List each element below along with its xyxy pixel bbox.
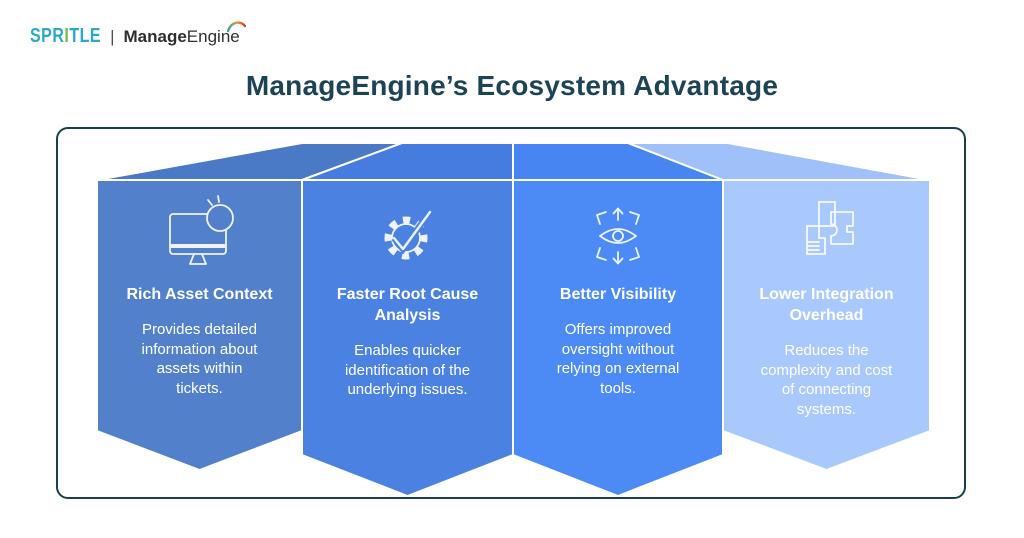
- spritle-logo-text-2: TLE: [69, 25, 102, 48]
- banner-front-4: [722, 179, 931, 471]
- banner-front-2: [301, 179, 514, 497]
- manageengine-swoosh-icon: [226, 21, 246, 33]
- spritle-logo-accent-letter: I: [64, 25, 70, 48]
- banner-front-3: [512, 179, 724, 497]
- spritle-logo: SPRITLE: [30, 25, 101, 48]
- logo-divider: |: [110, 26, 115, 46]
- logo-bar: SPRITLE | ManageEngine: [30, 21, 246, 48]
- manageengine-logo-bold: Manage: [123, 27, 187, 46]
- banner-front-1: [96, 179, 303, 471]
- manageengine-logo: ManageEngine: [123, 21, 246, 47]
- spritle-logo-text-1: SPR: [30, 25, 65, 48]
- manageengine-logo-light: Engine: [186, 27, 240, 46]
- page-title: ManageEngine’s Ecosystem Advantage: [245, 70, 779, 101]
